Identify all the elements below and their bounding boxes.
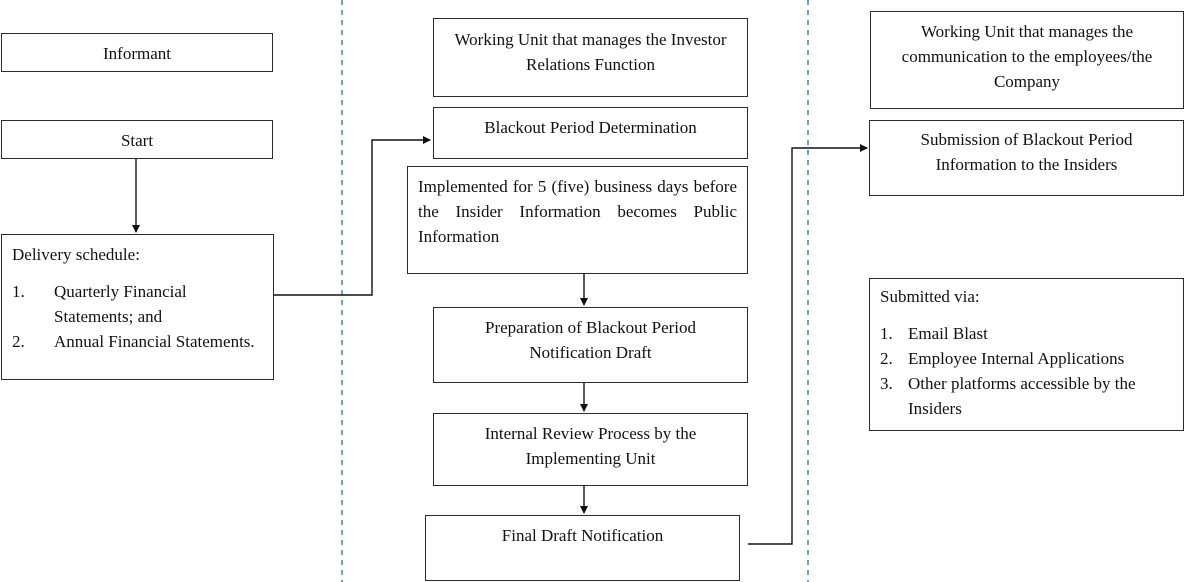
list-text: Annual Financial Statements. bbox=[54, 332, 255, 351]
communication-title-box: Working Unit that manages the communicat… bbox=[870, 11, 1184, 109]
submitted-list-item: 1. Email Blast bbox=[880, 321, 1173, 346]
delivery-list-item: 1. Quarterly Financial Statements; and bbox=[12, 279, 263, 329]
implemented-period-text: Implemented for 5 (five) business days b… bbox=[418, 177, 737, 246]
connector-final-to-submission bbox=[748, 144, 868, 545]
start-box: Start bbox=[1, 120, 273, 159]
delivery-schedule-box: Delivery schedule: 1. Quarterly Financia… bbox=[1, 234, 274, 380]
submission-text: Submission of Blackout Period Informatio… bbox=[920, 130, 1133, 174]
submission-box: Submission of Blackout Period Informatio… bbox=[869, 120, 1184, 196]
submitted-via-title: Submitted via: bbox=[880, 287, 980, 306]
list-number: 1. bbox=[880, 324, 893, 343]
list-text: Quarterly Financial Statements; and bbox=[54, 282, 187, 326]
delivery-schedule-title: Delivery schedule: bbox=[12, 245, 140, 264]
submitted-list-item: 3. Other platforms accessible by the Ins… bbox=[880, 371, 1173, 421]
list-number: 2. bbox=[880, 349, 893, 368]
final-draft-text: Final Draft Notification bbox=[501, 526, 664, 545]
list-number: 2. bbox=[12, 332, 25, 351]
list-text: Email Blast bbox=[908, 324, 988, 343]
internal-review-text: Internal Review Process by the Implement… bbox=[484, 424, 697, 468]
list-text: Other platforms accessible by the Inside… bbox=[908, 374, 1136, 418]
submitted-list-item: 2. Employee Internal Applications bbox=[880, 346, 1173, 371]
blackout-determination-text: Blackout Period Determination bbox=[484, 118, 697, 137]
informant-title: Informant bbox=[103, 44, 171, 63]
communication-title: Working Unit that manages the communicat… bbox=[901, 22, 1153, 91]
preparation-draft-text: Preparation of Blackout Period Notificat… bbox=[484, 318, 697, 362]
informant-box: Informant bbox=[1, 33, 273, 72]
internal-review-box: Internal Review Process by the Implement… bbox=[433, 413, 748, 486]
final-draft-box: Final Draft Notification bbox=[425, 515, 740, 581]
start-label: Start bbox=[120, 131, 154, 150]
investor-relations-title-box: Working Unit that manages the Investor R… bbox=[433, 18, 748, 97]
list-text: Employee Internal Applications bbox=[908, 349, 1125, 368]
investor-relations-title: Working Unit that manages the Investor R… bbox=[454, 30, 727, 74]
blackout-determination-box: Blackout Period Determination bbox=[433, 107, 748, 159]
delivery-list-item: 2. Annual Financial Statements. bbox=[12, 329, 263, 354]
delivery-schedule-list: 1. Quarterly Financial Statements; and 2… bbox=[12, 279, 263, 354]
implemented-period-box: Implemented for 5 (five) business days b… bbox=[407, 166, 748, 274]
preparation-draft-box: Preparation of Blackout Period Notificat… bbox=[433, 307, 748, 383]
list-number: 3. bbox=[880, 374, 893, 393]
list-number: 1. bbox=[12, 282, 25, 301]
submitted-via-list: 1. Email Blast 2. Employee Internal Appl… bbox=[880, 321, 1173, 421]
submitted-via-box: Submitted via: 1. Email Blast 2. Employe… bbox=[869, 278, 1184, 431]
